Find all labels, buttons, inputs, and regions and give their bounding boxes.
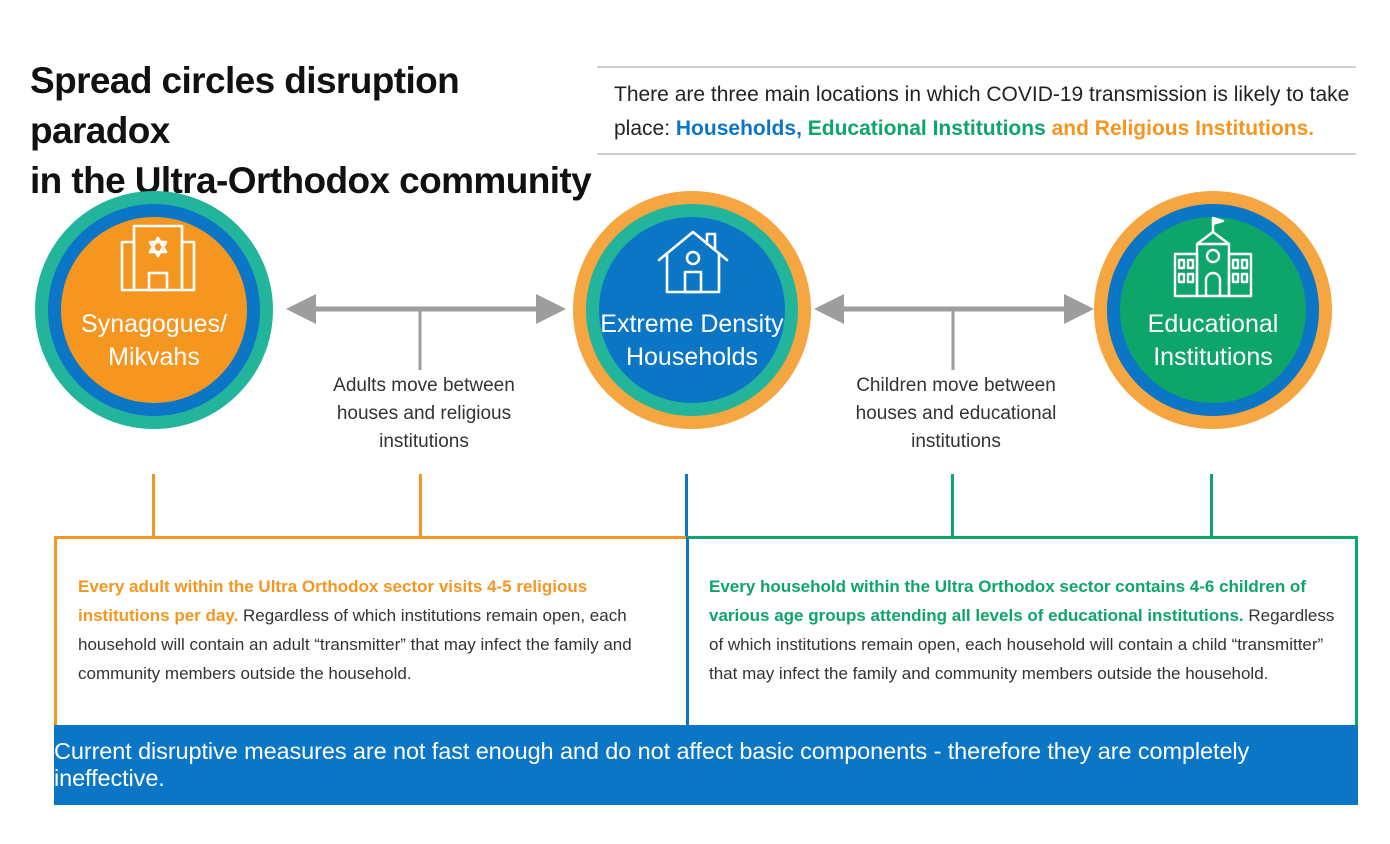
arrow-children-right-head [1064,294,1094,324]
node-educational: Educational Institutions [1093,190,1333,430]
core [599,217,785,403]
intro-educational: Educational Institutions [807,117,1046,140]
link-children-label: Children move between houses and educati… [855,375,1057,452]
title-line-1: Spread circles disruption paradox [30,60,460,151]
core [61,217,247,403]
node-households: Extreme Density Households [572,190,812,430]
panel-left-frame [54,536,687,728]
intro-bottom-rule [597,153,1356,155]
house-icon [657,230,729,294]
node-synagogues-rings [35,191,273,429]
connector-households [685,474,688,538]
connector-children [951,474,954,538]
intro-text: There are three main locations in which … [614,78,1354,146]
connector-adults [419,474,422,538]
synagogue-icon [120,224,196,292]
panel-right: Every household within the Ultra Orthodo… [709,572,1339,688]
panel-left: Every adult within the Ultra Orthodox se… [78,572,668,688]
node-educational-rings [1094,191,1332,429]
intro-and: and [1051,117,1089,140]
panel-left-lead: Every adult within the Ultra Orthodox se… [78,577,588,625]
school-icon [1173,216,1253,298]
node-households-rings [573,191,811,429]
title-line-2: in the Ultra-Orthodox community [30,160,592,201]
intro-households: Households, [675,117,802,140]
connector-synagogues [152,474,155,538]
node-synagogues: Synagogues/ Mikvahs [34,190,274,430]
panel-right-lead: Every household within the Ultra Orthodo… [709,577,1306,625]
page-title: Spread circles disruption paradox in the… [30,56,600,206]
arrow-adults [286,294,566,370]
conclusion-banner: Current disruptive measures are not fast… [54,725,1358,805]
arrow-adults-right-head [536,294,566,324]
arrow-children-left-head [814,294,844,324]
panel-right-frame [686,536,1358,728]
panel-right-body: Regardless of which institutions remain … [709,606,1335,683]
conclusion-text: Current disruptive measures are not fast… [54,738,1250,791]
arrow-adults-left-head [286,294,316,324]
intro-lead: There are three main locations in which … [614,83,1350,140]
arrow-children [814,294,1094,370]
core [1120,217,1306,403]
link-adults-label: Adults move between houses and religious… [333,375,515,452]
intro-top-rule [597,66,1356,68]
intro-religious: Religious Institutions. [1094,117,1315,140]
connector-educational [1210,474,1213,538]
panel-left-body: Regardless of which institutions remain … [78,606,632,683]
